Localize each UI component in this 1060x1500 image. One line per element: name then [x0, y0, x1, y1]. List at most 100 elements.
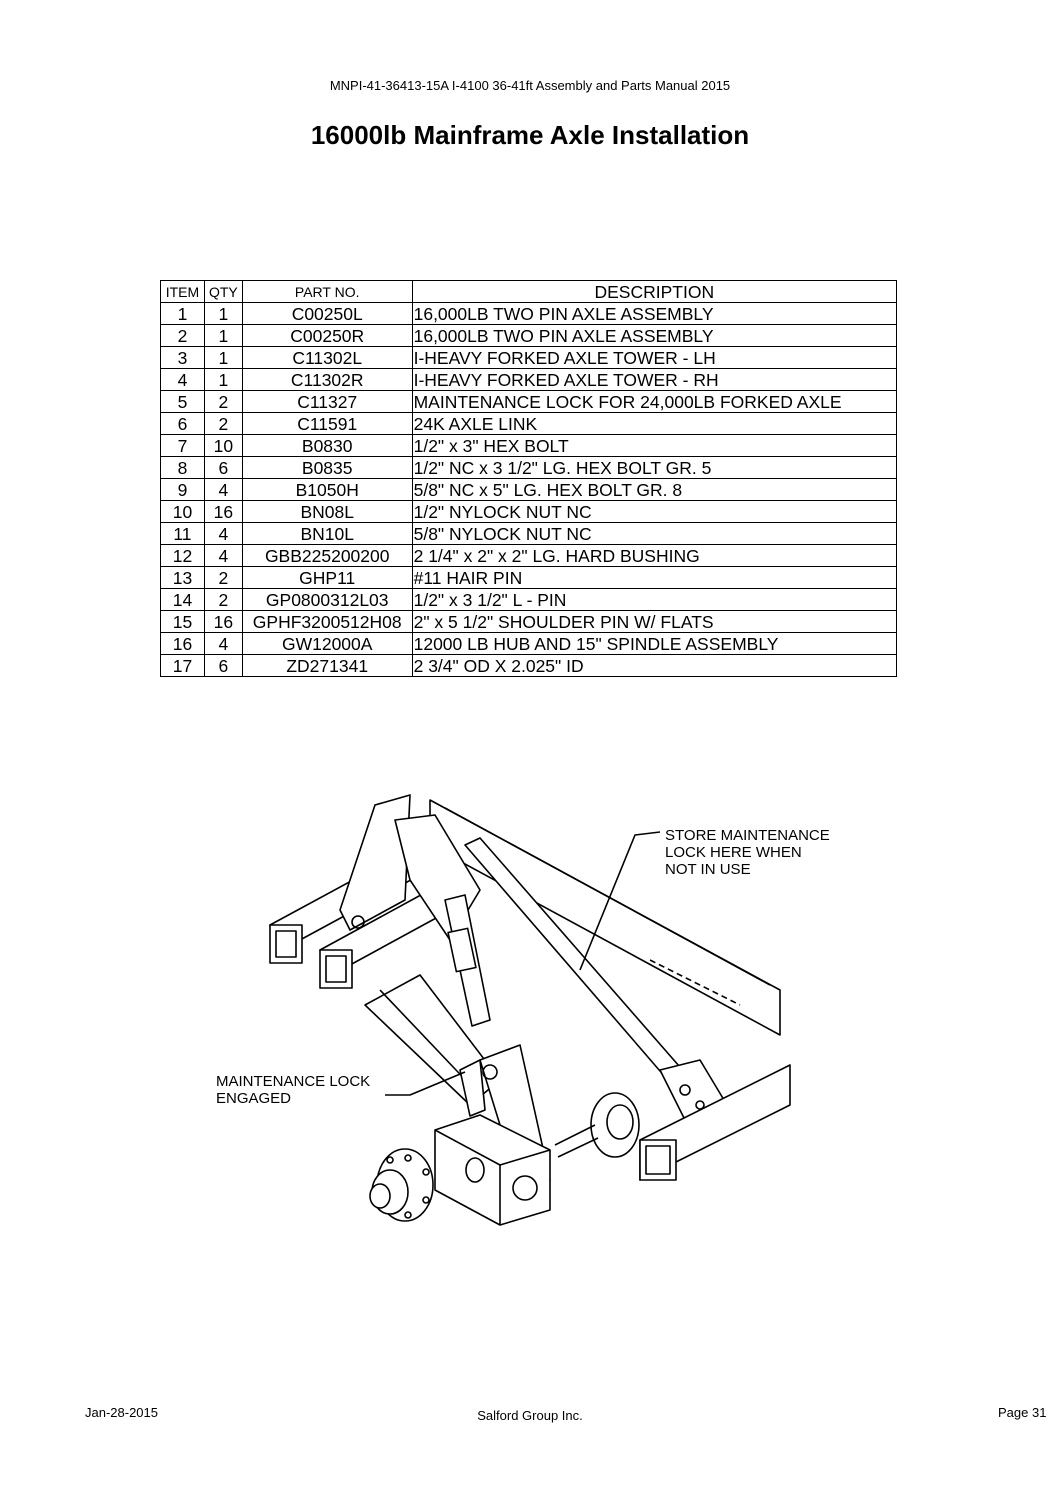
cell-item: 2 [160, 324, 205, 347]
callout-store-lock: STORE MAINTENANCE LOCK HERE WHEN NOT IN … [665, 827, 830, 878]
footer-date: Jan-28-2015 [85, 1405, 158, 1420]
cell-description: 2" x 5 1/2" SHOULDER PIN W/ FLATS [411, 610, 898, 633]
cell-description: 16,000LB TWO PIN AXLE ASSEMBLY [411, 324, 898, 347]
cell-item: 13 [160, 566, 205, 589]
page-title: 16000lb Mainframe Axle Installation [310, 120, 750, 150]
cell-item: 9 [160, 478, 205, 501]
cell-description: 1/2" x 3" HEX BOLT [411, 434, 898, 457]
cell-description: 5/8" NC x 5" LG. HEX BOLT GR. 8 [411, 478, 898, 501]
cell-item: 8 [160, 456, 205, 479]
cell-part-no: C11327 [241, 390, 413, 413]
header-description: DESCRIPTION [411, 280, 898, 303]
cell-item: 15 [160, 610, 205, 633]
cell-part-no: GW12000A [241, 632, 413, 655]
header-qty: QTY [203, 280, 243, 303]
header-part-no: PART NO. [241, 280, 413, 303]
parts-table-header: ITEM QTY PART NO. DESCRIPTION [160, 280, 898, 303]
cell-qty: 4 [203, 522, 243, 545]
cell-part-no: BN10L [241, 522, 413, 545]
cell-qty: 6 [203, 654, 243, 677]
callout-store-line-1: STORE MAINTENANCE [665, 827, 830, 844]
cell-description: 1/2" NYLOCK NUT NC [411, 500, 898, 523]
cell-qty: 10 [203, 434, 243, 457]
cell-part-no: B0830 [241, 434, 413, 457]
cell-description: 16,000LB TWO PIN AXLE ASSEMBLY [411, 302, 898, 325]
cell-part-no: C11302R [241, 368, 413, 391]
cell-item: 5 [160, 390, 205, 413]
cell-part-no: GP0800312L03 [241, 588, 413, 611]
cell-item: 16 [160, 632, 205, 655]
cell-qty: 1 [203, 368, 243, 391]
cell-description: 5/8" NYLOCK NUT NC [411, 522, 898, 545]
callout-engaged-line-2: ENGAGED [216, 1090, 292, 1107]
cell-part-no: B1050H [241, 478, 413, 501]
cell-qty: 4 [203, 544, 243, 567]
cell-item: 14 [160, 588, 205, 611]
cell-item: 6 [160, 412, 205, 435]
cell-description: 2 3/4" OD X 2.025" ID [411, 654, 898, 677]
cell-part-no: BN08L [241, 500, 413, 523]
cell-item: 11 [160, 522, 205, 545]
cell-item: 17 [160, 654, 205, 677]
cell-description: I-HEAVY FORKED AXLE TOWER - LH [411, 346, 898, 369]
cell-item: 12 [160, 544, 205, 567]
footer-page-number: Page 31 [998, 1405, 1047, 1420]
callout-store-line-3: NOT IN USE [665, 861, 751, 878]
document-header: MNPI-41-36413-15A I-4100 36-41ft Assembl… [329, 78, 731, 93]
cell-qty: 1 [203, 346, 243, 369]
cell-qty: 2 [203, 588, 243, 611]
cell-part-no: GPHF3200512H08 [241, 610, 413, 633]
cell-item: 4 [160, 368, 205, 391]
cell-description: 2 1/4" x 2" x 2" LG. HARD BUSHING [411, 544, 898, 567]
cell-part-no: B0835 [241, 456, 413, 479]
cell-qty: 16 [203, 610, 243, 633]
cell-description: 24K AXLE LINK [411, 412, 898, 435]
cell-qty: 4 [203, 478, 243, 501]
cell-part-no: GBB225200200 [241, 544, 413, 567]
cell-item: 3 [160, 346, 205, 369]
cell-qty: 6 [203, 456, 243, 479]
axle-installation-diagram [269, 794, 791, 1226]
cell-qty: 1 [203, 324, 243, 347]
cell-item: 1 [160, 302, 205, 325]
callout-engaged-line-1: MAINTENANCE LOCK [216, 1073, 371, 1090]
cell-description: I-HEAVY FORKED AXLE TOWER - RH [411, 368, 898, 391]
cell-item: 7 [160, 434, 205, 457]
cell-part-no: C00250R [241, 324, 413, 347]
cell-qty: 16 [203, 500, 243, 523]
cell-description: 12000 LB HUB AND 15" SPINDLE ASSEMBLY [411, 632, 898, 655]
cell-part-no: C11302L [241, 346, 413, 369]
cell-description: #11 HAIR PIN [411, 566, 898, 589]
cell-qty: 1 [203, 302, 243, 325]
cell-part-no: ZD271341 [241, 654, 413, 677]
cell-description: 1/2" x 3 1/2" L - PIN [411, 588, 898, 611]
cell-part-no: C11591 [241, 412, 413, 435]
cell-description: MAINTENANCE LOCK FOR 24,000LB FORKED AXL… [411, 390, 898, 413]
cell-qty: 2 [203, 390, 243, 413]
cell-qty: 2 [203, 412, 243, 435]
callout-store-line-2: LOCK HERE WHEN [665, 844, 802, 861]
cell-item: 10 [160, 500, 205, 523]
cell-part-no: C00250L [241, 302, 413, 325]
cell-qty: 2 [203, 566, 243, 589]
cell-part-no: GHP11 [241, 566, 413, 589]
callout-lock-engaged: MAINTENANCE LOCK ENGAGED [216, 1073, 370, 1107]
header-item: ITEM [160, 280, 205, 303]
